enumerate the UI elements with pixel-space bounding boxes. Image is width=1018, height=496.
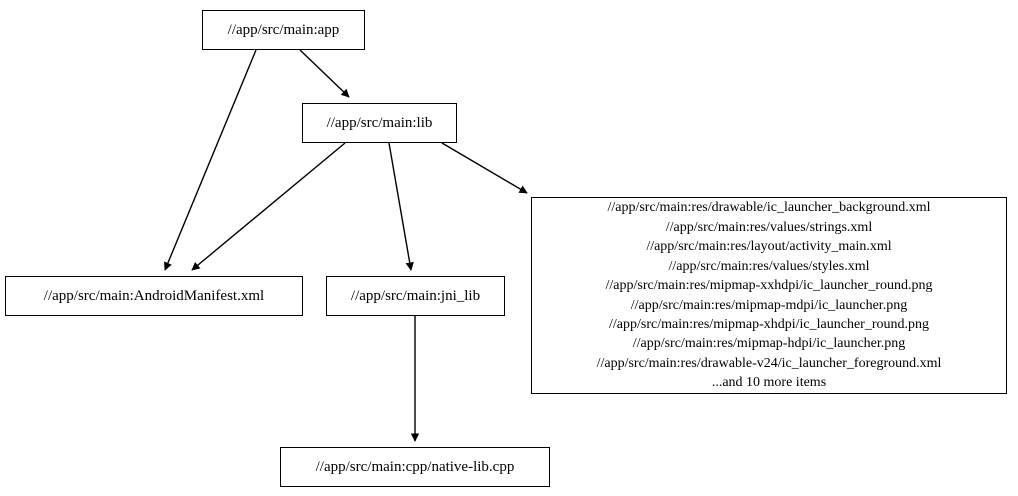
node-jni-lib[interactable]: //app/src/main:jni_lib — [326, 276, 505, 316]
edge-lib-to-manifest — [191, 142, 346, 271]
edge-app-to-manifest — [164, 49, 257, 271]
node-res-group-label: //app/src/main:res/drawable/ic_launcher_… — [596, 200, 942, 391]
node-lib-label: //app/src/main:lib — [326, 114, 433, 131]
node-app[interactable]: //app/src/main:app — [202, 10, 365, 50]
node-native-lib-cpp[interactable]: //app/src/main:cpp/native-lib.cpp — [280, 447, 550, 487]
node-app-label: //app/src/main:app — [227, 21, 340, 38]
node-native-lib-cpp-label: //app/src/main:cpp/native-lib.cpp — [315, 458, 515, 475]
node-android-manifest-label: //app/src/main:AndroidManifest.xml — [43, 287, 265, 304]
edge-lib-to-jni-lib — [388, 142, 414, 271]
node-lib[interactable]: //app/src/main:lib — [302, 103, 457, 143]
node-android-manifest[interactable]: //app/src/main:AndroidManifest.xml — [5, 276, 303, 316]
node-res-group[interactable]: //app/src/main:res/drawable/ic_launcher_… — [531, 197, 1007, 394]
node-jni-lib-label: //app/src/main:jni_lib — [350, 287, 481, 304]
edge-app-to-lib — [299, 49, 350, 98]
edge-lib-to-res-group — [441, 142, 528, 194]
